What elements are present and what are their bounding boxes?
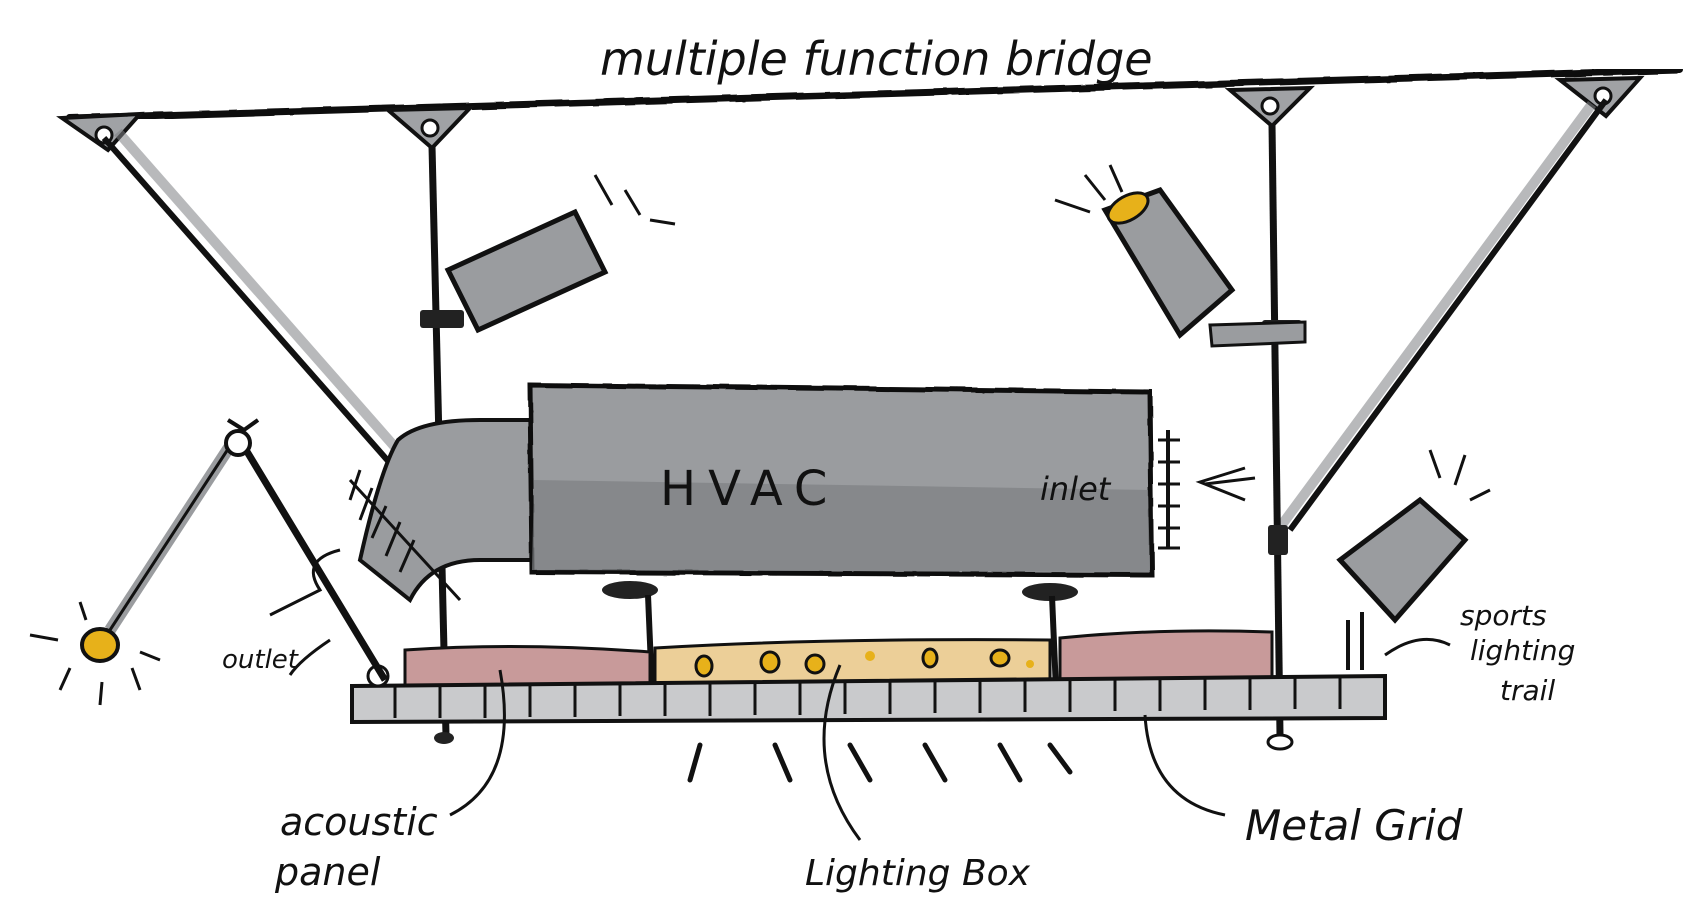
diagram-title: multiple function bridge bbox=[600, 32, 1153, 86]
outlet-arrows bbox=[269, 548, 341, 676]
acoustic-panel-line2: panel bbox=[274, 850, 381, 894]
downward-light-rays bbox=[687, 742, 1073, 783]
metal-grid-label: Metal Grid bbox=[1143, 714, 1463, 850]
spotlight-right bbox=[1336, 449, 1491, 670]
hvac-label: HVAC bbox=[660, 461, 839, 517]
bridge-top-beam bbox=[66, 66, 1684, 122]
spotlight-upper-right bbox=[1054, 164, 1307, 348]
sports-lighting-label: sports lighting trail bbox=[1384, 599, 1575, 707]
acoustic-panel-line1: acoustic bbox=[280, 800, 438, 844]
acoustic-panels bbox=[403, 629, 1274, 688]
hvac-unit: HVAC inlet bbox=[527, 382, 1256, 601]
lighting-box-text: Lighting Box bbox=[805, 853, 1031, 894]
inlet-label: inlet bbox=[1040, 470, 1112, 508]
sports-lighting-line3: trail bbox=[1500, 674, 1555, 707]
metal-grid-deck bbox=[350, 664, 1387, 725]
sports-lighting-line2: lighting bbox=[1470, 634, 1575, 667]
inlet-arrow bbox=[1195, 466, 1256, 502]
hvac-outlet-duct bbox=[348, 418, 537, 604]
acoustic-panel-right bbox=[1058, 629, 1274, 688]
spotlight-upper-left bbox=[444, 174, 676, 334]
lighting-box-label: Lighting Box bbox=[805, 664, 1031, 894]
lighting-box bbox=[653, 638, 1052, 688]
hanger-triangles bbox=[56, 75, 1645, 153]
outlet-label: outlet bbox=[222, 645, 299, 675]
metal-grid-text: Metal Grid bbox=[1245, 801, 1463, 850]
sports-lighting-line1: sports bbox=[1460, 599, 1547, 632]
acoustic-panel-label: acoustic panel bbox=[274, 669, 506, 894]
spotlight-left-arm bbox=[29, 418, 388, 706]
acoustic-panel-left bbox=[403, 644, 652, 688]
